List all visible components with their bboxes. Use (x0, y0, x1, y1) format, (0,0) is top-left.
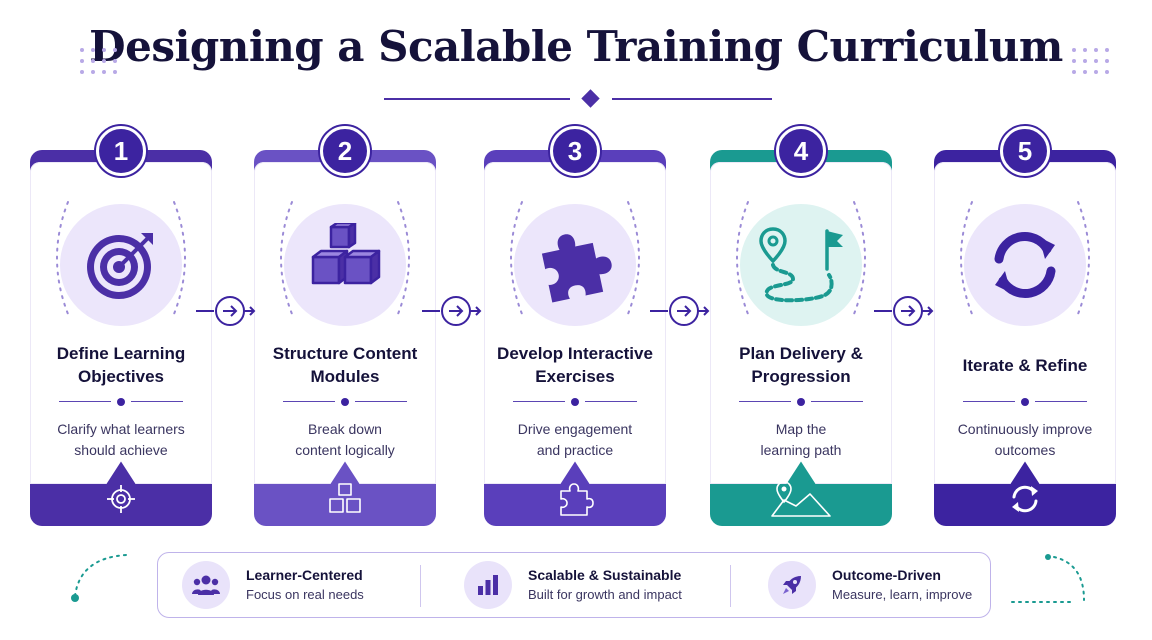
refresh-icon (994, 232, 1056, 298)
refresh-outline-icon (1012, 485, 1038, 513)
route-flag-icon (759, 227, 843, 303)
decorative-dotted-curve-left (71, 554, 127, 602)
card-footer (934, 472, 1116, 526)
separator (59, 398, 183, 406)
page-title: Designing a Scalable Training Curriculum (89, 22, 1063, 71)
title-diamond-icon (581, 89, 600, 108)
divider (730, 565, 731, 607)
decorative-arc-left (736, 201, 749, 315)
bar-chart-icon (464, 561, 512, 609)
puzzle-icon (541, 234, 612, 303)
principle-title: Learner-Centered (246, 567, 363, 583)
people-icon (182, 561, 230, 609)
flow-arrow-2-icon (422, 296, 482, 326)
step-number-badge: 2 (320, 126, 370, 176)
decorative-dotted-curve-right (1011, 554, 1085, 603)
decorative-arc-right (627, 201, 640, 315)
separator (739, 398, 863, 406)
principle-scalable-sustainable: Scalable & Sustainable Built for growth … (464, 553, 682, 617)
principle-title: Outcome-Driven (832, 567, 941, 583)
principles-bar: Learner-Centered Focus on real needs Sca… (157, 552, 991, 618)
target-icon (87, 233, 153, 299)
decorative-arc-right (397, 201, 410, 315)
separator (513, 398, 637, 406)
separator (283, 398, 407, 406)
icon-circle (514, 204, 636, 326)
cubes-icon (311, 223, 381, 285)
step-title: Plan Delivery &Progression (739, 344, 863, 386)
icon-circle (964, 204, 1086, 326)
flow-arrow-3-icon (650, 296, 710, 326)
card-footer (484, 472, 666, 526)
cubes-outline-icon (329, 483, 361, 513)
icon-circle (284, 204, 406, 326)
decorative-arc-left (510, 201, 523, 315)
decorative-dot-grid-right (1072, 48, 1109, 74)
card-footer (710, 472, 892, 526)
principle-outcome-driven: Outcome-Driven Measure, learn, improve (768, 553, 972, 617)
decorative-dot-grid-left (80, 48, 117, 74)
step-number-badge: 3 (550, 126, 600, 176)
puzzle-outline-icon (560, 483, 594, 516)
card-footer (254, 472, 436, 526)
principle-title: Scalable & Sustainable (528, 567, 682, 583)
card-footer (30, 472, 212, 526)
flow-arrow-4-icon (874, 296, 934, 326)
divider (420, 565, 421, 607)
step-number-badge: 5 (1000, 126, 1050, 176)
step-number-badge: 4 (776, 126, 826, 176)
icon-circle (740, 204, 862, 326)
icon-circle (60, 204, 182, 326)
title-rule-left (384, 98, 570, 100)
principle-subtitle: Focus on real needs (246, 587, 364, 602)
principle-learner-centered: Learner-Centered Focus on real needs (182, 553, 364, 617)
decorative-arc-right (173, 201, 186, 315)
decorative-arc-left (960, 201, 973, 315)
decorative-arc-left (280, 201, 293, 315)
step-number-badge: 1 (96, 126, 146, 176)
principle-subtitle: Built for growth and impact (528, 587, 682, 602)
flow-arrow-1-icon (196, 296, 256, 326)
map-pin-icon (771, 481, 831, 517)
crosshair-icon (107, 485, 135, 513)
decorative-arc-right (1077, 201, 1090, 315)
decorative-arc-left (56, 201, 69, 315)
principle-subtitle: Measure, learn, improve (832, 587, 973, 602)
title-rule-right (612, 98, 772, 100)
step-title: Iterate & Refine (962, 356, 1088, 375)
rocket-icon (768, 561, 816, 609)
separator (963, 398, 1087, 406)
